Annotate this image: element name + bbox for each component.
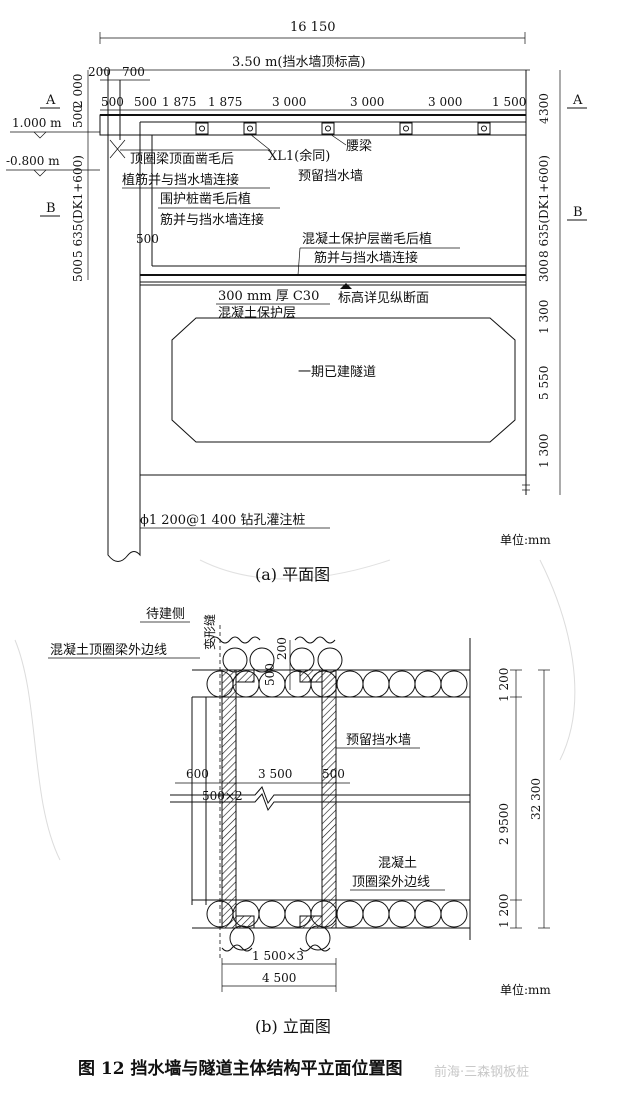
note-pile-line1: 围护桩凿毛后植 [160, 192, 251, 207]
note-cover-line2: 筋并与挡水墙连接 [314, 250, 418, 266]
water-wall-right [321, 669, 337, 929]
dim-200: 200 [88, 65, 111, 79]
dim-row-2: 500 [134, 95, 157, 109]
pending-side-label: 待建侧 [146, 607, 185, 622]
note-pile-line2: 筋并与挡水墙连接 [160, 212, 264, 228]
dim-1500x3: 1 500×3 [252, 949, 304, 963]
note-cover-line1: 混凝土保护层凿毛后植 [302, 231, 432, 247]
note-layer-line1: 300 mm 厚 C30 [218, 289, 319, 304]
svg-text:300: 300 [537, 93, 551, 116]
elevation-caption: (b) 立面图 [255, 1017, 331, 1036]
plan-caption: (a) 平面图 [255, 565, 330, 584]
right-vertical-dims: 300 4 8 635(DK1+600) 300 1 300 5 550 1 3… [537, 93, 551, 468]
note-xl1: XL1(余同) [268, 148, 330, 164]
watermark-text: 前海·三森钢板桩 [434, 1064, 529, 1080]
dim-row-8: 1 500 [492, 95, 526, 109]
reserved-wall-label: 预留挡水墙 [346, 733, 411, 748]
svg-text:5 635(DK1+600): 5 635(DK1+600) [71, 155, 85, 258]
dim-500-mid: 500 [136, 232, 159, 246]
svg-text:4: 4 [538, 117, 551, 124]
dim-500-vertical: 500 [263, 663, 277, 686]
elev-dim-1200-top: 1 200 [497, 668, 511, 702]
dim-500x2: 500×2 [202, 789, 243, 803]
dim-row-3: 1 875 [162, 95, 196, 109]
tunnel-label: 一期已建隧道 [298, 364, 376, 380]
elev-minus-0800: -0.800 m [6, 154, 60, 168]
svg-text:1 300: 1 300 [537, 434, 551, 468]
dim-row-1: 500 [101, 95, 124, 109]
svg-text:5 550: 5 550 [537, 366, 551, 400]
left-vertical-dims: 500 5 635(DK1+600) 500 2 000 [71, 74, 85, 282]
dim-row-7: 3 000 [428, 95, 462, 109]
overall-width-label: 16 150 [290, 20, 336, 35]
bottom-pile-circles [206, 900, 468, 951]
section-b-left: B [46, 201, 56, 216]
elev-dim-1200-bottom: 1 200 [497, 894, 511, 928]
note-layer-line2: 混凝土保护层 [218, 305, 296, 321]
note-ring-beam-line2: 植筋并与挡水墙连接 [122, 172, 239, 188]
xl1-markers [195, 122, 491, 135]
top-elevation-label: 3.50 m(挡水墙顶标高) [232, 54, 366, 70]
concrete-cover-layer [139, 281, 527, 476]
dim-row-6: 3 000 [350, 95, 384, 109]
plan-unit: 单位:mm [500, 532, 551, 547]
svg-text:500: 500 [71, 105, 85, 128]
elevation-view: 待建侧 变形缝 混凝土顶圈梁外边线 5 [48, 607, 551, 1036]
note-elev-see: 标高详见纵断面 [338, 290, 429, 306]
svg-text:500: 500 [71, 259, 85, 282]
dim-row-5: 3 000 [272, 95, 306, 109]
svg-text:1 300: 1 300 [537, 300, 551, 334]
section-b-right: B [573, 205, 583, 220]
section-a-left: A [45, 93, 56, 108]
dim-4500: 4 500 [262, 971, 296, 985]
ring-beam-edge-top: 混凝土顶圈梁外边线 [50, 642, 167, 658]
waist-beam-band [99, 114, 527, 136]
note-ring-beam-line1: 顶圈梁顶面凿毛后 [130, 152, 234, 167]
dim-600: 600 [186, 767, 209, 781]
ring-beam-edge-bottom-line2: 顶圈梁外边线 [352, 875, 430, 890]
existing-tunnel-outline [171, 317, 516, 443]
pile-label: ϕ1 200@1 400 钻孔灌注桩 [140, 513, 305, 528]
plan-view: 16 150 3.50 m(挡水墙顶标高) 200 700 500 500 1 … [6, 20, 587, 584]
dim-3500: 3 500 [258, 767, 292, 781]
svg-text:300: 300 [537, 259, 551, 282]
dim-row-4: 1 875 [208, 95, 242, 109]
dim-700: 700 [122, 65, 145, 79]
elev-dim-29500: 2 9500 [497, 803, 511, 845]
dim-500b: 500 [322, 767, 345, 781]
dim-200-vertical: 200 [275, 637, 289, 660]
ring-beam-edge-bottom-line1: 混凝土 [378, 855, 417, 871]
note-reserved-wall: 预留挡水墙 [298, 169, 363, 184]
elev-total-dim: 32 300 [529, 778, 543, 820]
elevation-unit: 单位:mm [500, 982, 551, 997]
section-a-right: A [572, 93, 583, 108]
joint-label: 变形缝 [202, 614, 217, 650]
background-watermark-strokes [14, 559, 576, 861]
note-waist-beam: 腰梁 [346, 139, 372, 154]
elev-1000: 1.000 m [12, 116, 62, 130]
bored-pile-column [107, 70, 141, 562]
svg-text:2 000: 2 000 [71, 74, 85, 108]
svg-text:8 635(DK1+600): 8 635(DK1+600) [537, 155, 551, 258]
figure-title: 图 12 挡水墙与隧道主体结构平立面位置图 [78, 1058, 403, 1079]
